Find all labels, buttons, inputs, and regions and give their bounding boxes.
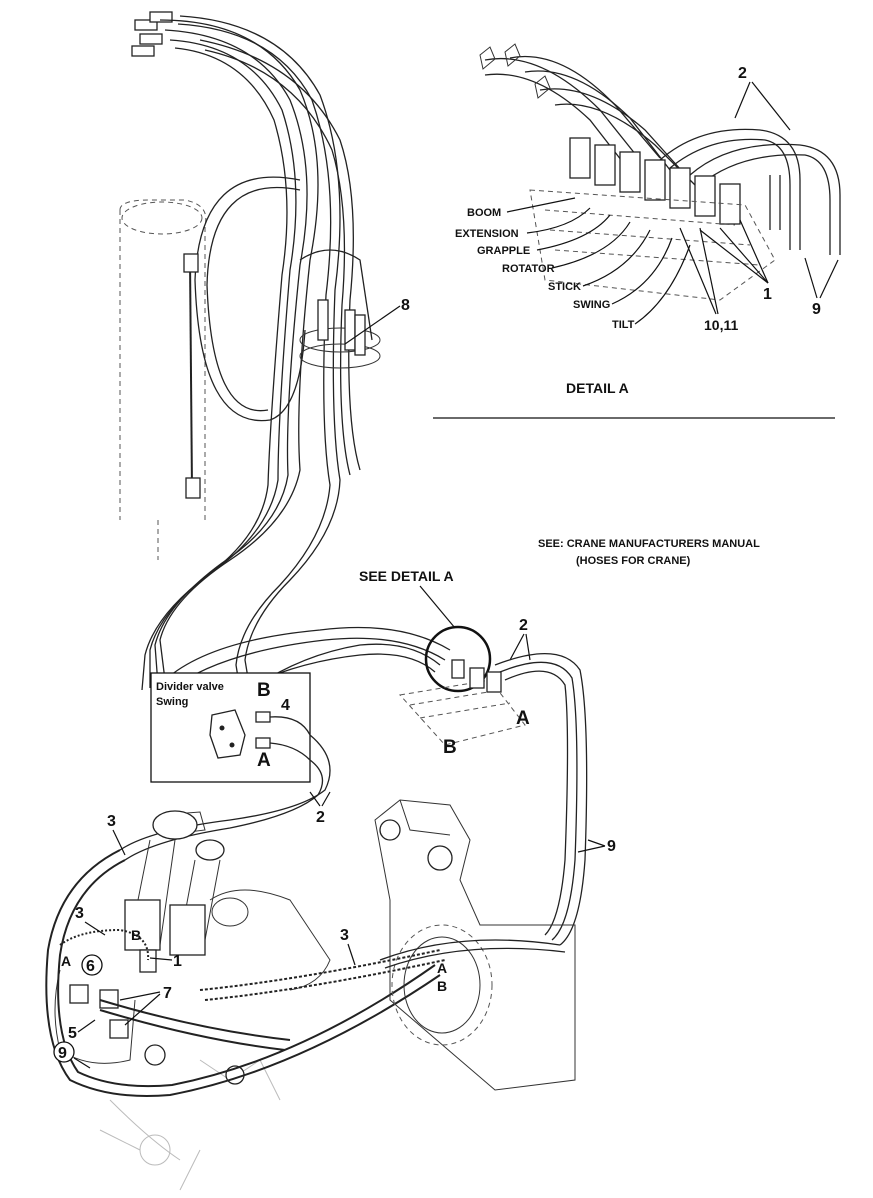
leader-see-detail	[419, 585, 456, 629]
callout-2-detail: 2	[738, 65, 747, 82]
callout-9-detail: 9	[812, 301, 821, 318]
leader-2-divider	[309, 791, 331, 807]
divider-valve-body	[209, 709, 311, 761]
leader-3-left	[84, 921, 106, 936]
callout-3-bottom: 3	[340, 927, 349, 944]
detail-a-callouts: 2 1 9 10,11	[679, 65, 839, 333]
divider-port-b: B	[257, 680, 271, 701]
manifold-block	[399, 659, 526, 746]
label-stick: STICK	[548, 281, 581, 293]
callout-1: 1	[173, 953, 182, 970]
leader-9-right	[577, 839, 606, 853]
cyl-port-a: A	[61, 953, 71, 969]
crane-column-outline	[119, 199, 207, 560]
leader-3-bottom	[347, 943, 356, 966]
item-3-hoses	[45, 849, 446, 1097]
hose-clamp-assembly	[299, 249, 381, 369]
divider-valve-title-line1: Divider valve	[156, 681, 224, 693]
divider-valve-title-line2: Swing	[156, 696, 188, 708]
detail-a-function-labels: BOOM EXTENSION GRAPPLE ROTATOR STICK SWI…	[455, 197, 691, 331]
callout-6: 6	[86, 958, 95, 975]
leader-1	[149, 957, 173, 961]
manifold-port-a: A	[516, 708, 530, 729]
leader-3-upper	[112, 829, 126, 856]
rotor-port-b: B	[437, 978, 447, 994]
note-line-1: SEE: CRANE MANUFACTURERS MANUAL	[538, 538, 760, 550]
label-rotator: ROTATOR	[502, 263, 555, 275]
callout-1-detail: 1	[763, 286, 772, 303]
main-hose-bundle	[141, 15, 361, 691]
leader-9-left	[73, 1057, 91, 1069]
note-line-2: (HOSES FOR CRANE)	[576, 555, 691, 567]
label-tilt: TILT	[612, 319, 635, 331]
callout-6-badge: 6	[81, 954, 103, 976]
rotor-port-a: A	[437, 960, 447, 976]
callout-9-left: 9	[58, 1045, 67, 1062]
callout-3-left: 3	[75, 905, 84, 922]
label-swing: SWING	[573, 299, 610, 311]
leader-5	[77, 1019, 96, 1033]
detail-a-title: DETAIL A	[566, 380, 629, 396]
top-hose-fittings	[131, 11, 173, 57]
label-extension: EXTENSION	[455, 228, 519, 240]
label-grapple: GRAPPLE	[477, 245, 530, 257]
detail-a-illustration	[479, 43, 841, 301]
see-detail-a-label: SEE DETAIL A	[359, 568, 454, 584]
leader-7	[119, 991, 161, 1026]
cyl-port-b: B	[131, 927, 141, 943]
manifold-port-b: B	[443, 737, 457, 758]
grapple-attachment	[54, 810, 331, 1191]
callout-5: 5	[68, 1025, 77, 1042]
callout-2-manifold: 2	[519, 617, 528, 634]
callout-2-divider: 2	[316, 809, 325, 826]
callout-10-11-detail: 10,11	[704, 317, 738, 333]
callout-8: 8	[401, 297, 410, 314]
callout-4: 4	[281, 697, 290, 714]
label-boom: BOOM	[467, 207, 501, 219]
detail-a-circle	[424, 625, 492, 693]
leader-8	[344, 305, 401, 345]
callout-9-right: 9	[607, 838, 616, 855]
callout-3-upper: 3	[107, 813, 116, 830]
divider-port-a: A	[257, 750, 271, 771]
callout-7: 7	[163, 985, 172, 1002]
callout-9-left-badge: 9	[53, 1041, 75, 1063]
rotator-plate	[374, 799, 576, 1091]
item-9-hoses	[494, 653, 588, 946]
